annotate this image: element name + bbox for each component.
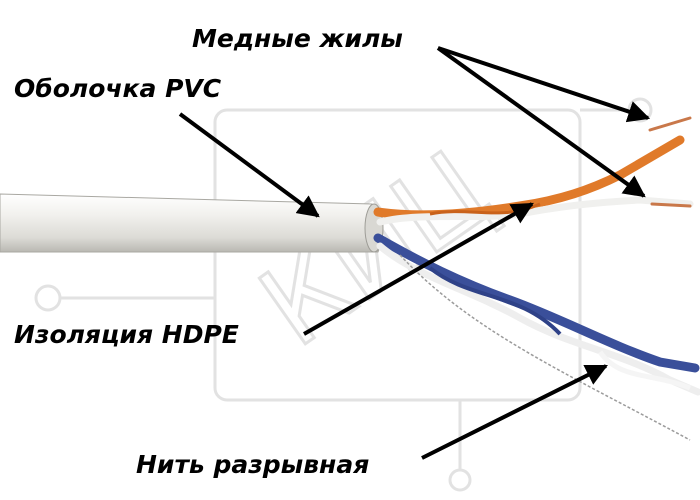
watermark-frame [213, 108, 582, 402]
watermark-dot-bottom [448, 468, 472, 492]
arrow-hdpe [303, 202, 534, 336]
arrow-pvc [178, 112, 320, 218]
label-rip-cord: Нить разрывная [136, 450, 370, 479]
blue-twisted-pair [373, 233, 700, 396]
label-copper-cores: Медные жилы [192, 24, 403, 53]
watermark-dot-left [34, 284, 62, 312]
pvc-sheath [0, 193, 384, 253]
label-hdpe-insulation: Изоляция HDPE [14, 320, 239, 349]
copper-cores [648, 116, 692, 208]
callout-arrows [178, 46, 651, 460]
watermark-logo [34, 97, 653, 492]
arrow-copper-2 [436, 46, 646, 198]
label-pvc-sheath: Оболочка PVC [14, 74, 222, 103]
rip-cord [399, 254, 691, 441]
arrow-rip-cord [421, 364, 608, 460]
arrow-copper-1 [437, 46, 651, 123]
